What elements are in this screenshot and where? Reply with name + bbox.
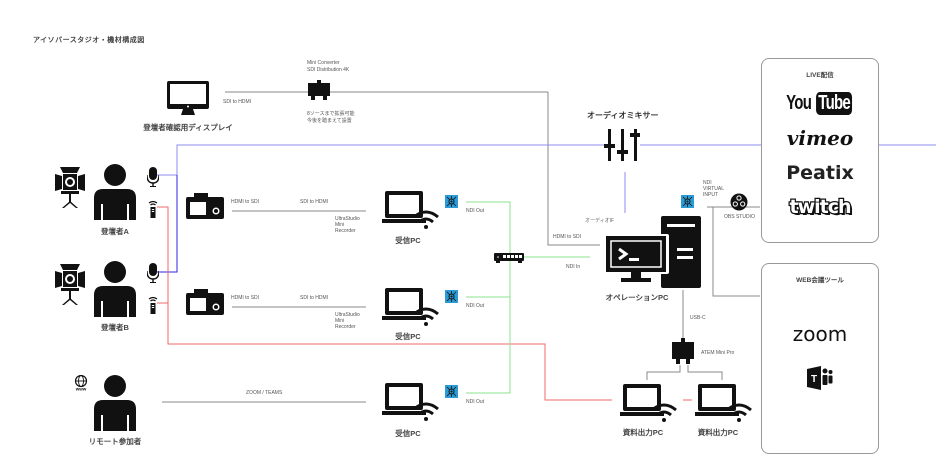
person-icon-remote [94, 375, 136, 431]
material-pc-name-2: 資料出力PC [697, 428, 739, 437]
vimeo-logo: vimeo [786, 126, 854, 150]
page-title: アイソバースタジオ・機材構成図 [33, 37, 145, 44]
live-panel-title: LIVE配信 [806, 72, 834, 79]
light-icon-a [55, 167, 85, 208]
speaker-b-name: 登壇者B [101, 323, 129, 332]
recorder-b-label-1: UltraStudio [335, 312, 360, 318]
ndi-icon-2 [445, 290, 458, 303]
speaker-a-name: 登壇者A [101, 227, 129, 236]
svg-text:www: www [75, 387, 87, 392]
peatix-logo: Peatix [786, 162, 854, 184]
teams-logo: T [762, 366, 878, 395]
youtube-you-text: You [786, 92, 812, 114]
ndi-out-label-1: NDI Out [466, 208, 485, 214]
material-pc-icon-1 [620, 384, 677, 422]
camera-a-left-label: HDMI to SDI [231, 199, 260, 205]
camera-b-right-label: SDI to HDMI [300, 295, 329, 301]
obs-label: OBS STUDIO [724, 214, 755, 220]
operation-pc-name: オペレーションPC [605, 293, 669, 302]
camera-b-left-label: HDMI to SDI [231, 295, 260, 301]
camera-a-right-label: SDI to HDMI [300, 199, 329, 205]
youtube-tube-text: Tube [815, 92, 852, 115]
atem-line-left [646, 365, 681, 380]
recorder-a-label-2: Mini [335, 222, 345, 228]
mixer-name: オーディオミキサー [587, 111, 659, 120]
web-panel-title: WEB会議ツール [796, 277, 844, 284]
ndi-icon-1 [445, 195, 458, 208]
recorder-a-label-3: Recorder [335, 228, 356, 234]
ndi-virtual-label-2: VIRTUAL [703, 186, 725, 192]
audio-line-main [176, 144, 606, 178]
web-line [712, 207, 760, 297]
converter-label-1: Mini Converter [307, 60, 340, 66]
converter-note-2: 今後を踏まえて設置 [307, 118, 352, 124]
web-meeting-panel: WEB会議ツール zoom T [761, 263, 879, 454]
camera-icon-a [186, 193, 224, 219]
ndi-out-label-3: NDI Out [466, 399, 485, 405]
receiver-pc-name-3: 受信PC [395, 429, 421, 438]
ndi-in-label: NDI In [566, 264, 581, 270]
twitch-text: twitch [788, 195, 853, 220]
mixer-icon [604, 129, 640, 161]
receiver-pc-name-2: 受信PC [395, 332, 421, 341]
remote-link-label: ZOOM / TEAMS [246, 390, 283, 396]
operation-pc-icon [603, 216, 701, 288]
receiver-pc-icon-3 [382, 383, 439, 421]
ndi-icon-3 [445, 385, 458, 398]
converter-note-1: 8ソースまで拡張可能 [307, 111, 355, 117]
audio-if-label: オーディオIF [585, 218, 615, 224]
svg-text:T: T [811, 374, 817, 385]
receiver-pc-icon-1 [382, 191, 439, 229]
atem-line-right [687, 365, 723, 380]
remote-name: リモート参加者 [88, 437, 142, 446]
ndi-out-label-2: NDI Out [466, 303, 485, 309]
light-icon-b [55, 264, 85, 305]
recorder-a-label-1: UltraStudio [335, 216, 360, 222]
monitor-icon [167, 81, 209, 115]
converter-label-2: SDI Distribution 4K [307, 67, 350, 73]
audio-line-mic-b [157, 175, 178, 273]
material-pc-icon-2 [695, 384, 752, 422]
sdi-line-to-operation [547, 92, 600, 246]
wireless-line [157, 206, 612, 401]
microphone-icon-b [147, 263, 159, 283]
converter-icon [308, 80, 330, 100]
receiver-pc-name-1: 受信PC [395, 236, 421, 245]
atem-label: ATEM Mini Pro [701, 350, 735, 356]
person-icon-b [94, 261, 136, 317]
display-name: 登壇者確認用ディスプレイ [143, 123, 233, 132]
camera-icon-b [186, 289, 224, 315]
usb-c-label: USB-C [690, 315, 706, 321]
wireless-mic-icon-b [148, 296, 158, 314]
recorder-b-label-2: Mini [335, 318, 345, 324]
recorder-b-label-3: Recorder [335, 324, 356, 330]
display-link-label: SDI to HDMI [223, 99, 252, 105]
receiver-pc-icon-2 [382, 288, 439, 326]
obs-icon [730, 193, 748, 211]
microphone-icon-a [147, 167, 159, 187]
material-pc-name-1: 資料出力PC [622, 428, 664, 437]
teams-icon: T [807, 366, 833, 390]
twitch-logo: twitch [762, 195, 878, 220]
zoom-logo: zoom [792, 322, 848, 346]
globe-icon: www [75, 375, 88, 392]
hdmi-to-sdi-label: HDMI to SDI [553, 234, 582, 240]
ndi-virtual-icon [681, 195, 694, 208]
person-icon-a [94, 164, 136, 220]
wireless-mic-icon-a [148, 200, 158, 218]
atem-icon [672, 338, 694, 364]
ndi-virtual-label-3: INPUT [703, 192, 718, 198]
network-switch-icon [494, 253, 524, 263]
ndi-virtual-label-1: NDI [703, 180, 712, 186]
